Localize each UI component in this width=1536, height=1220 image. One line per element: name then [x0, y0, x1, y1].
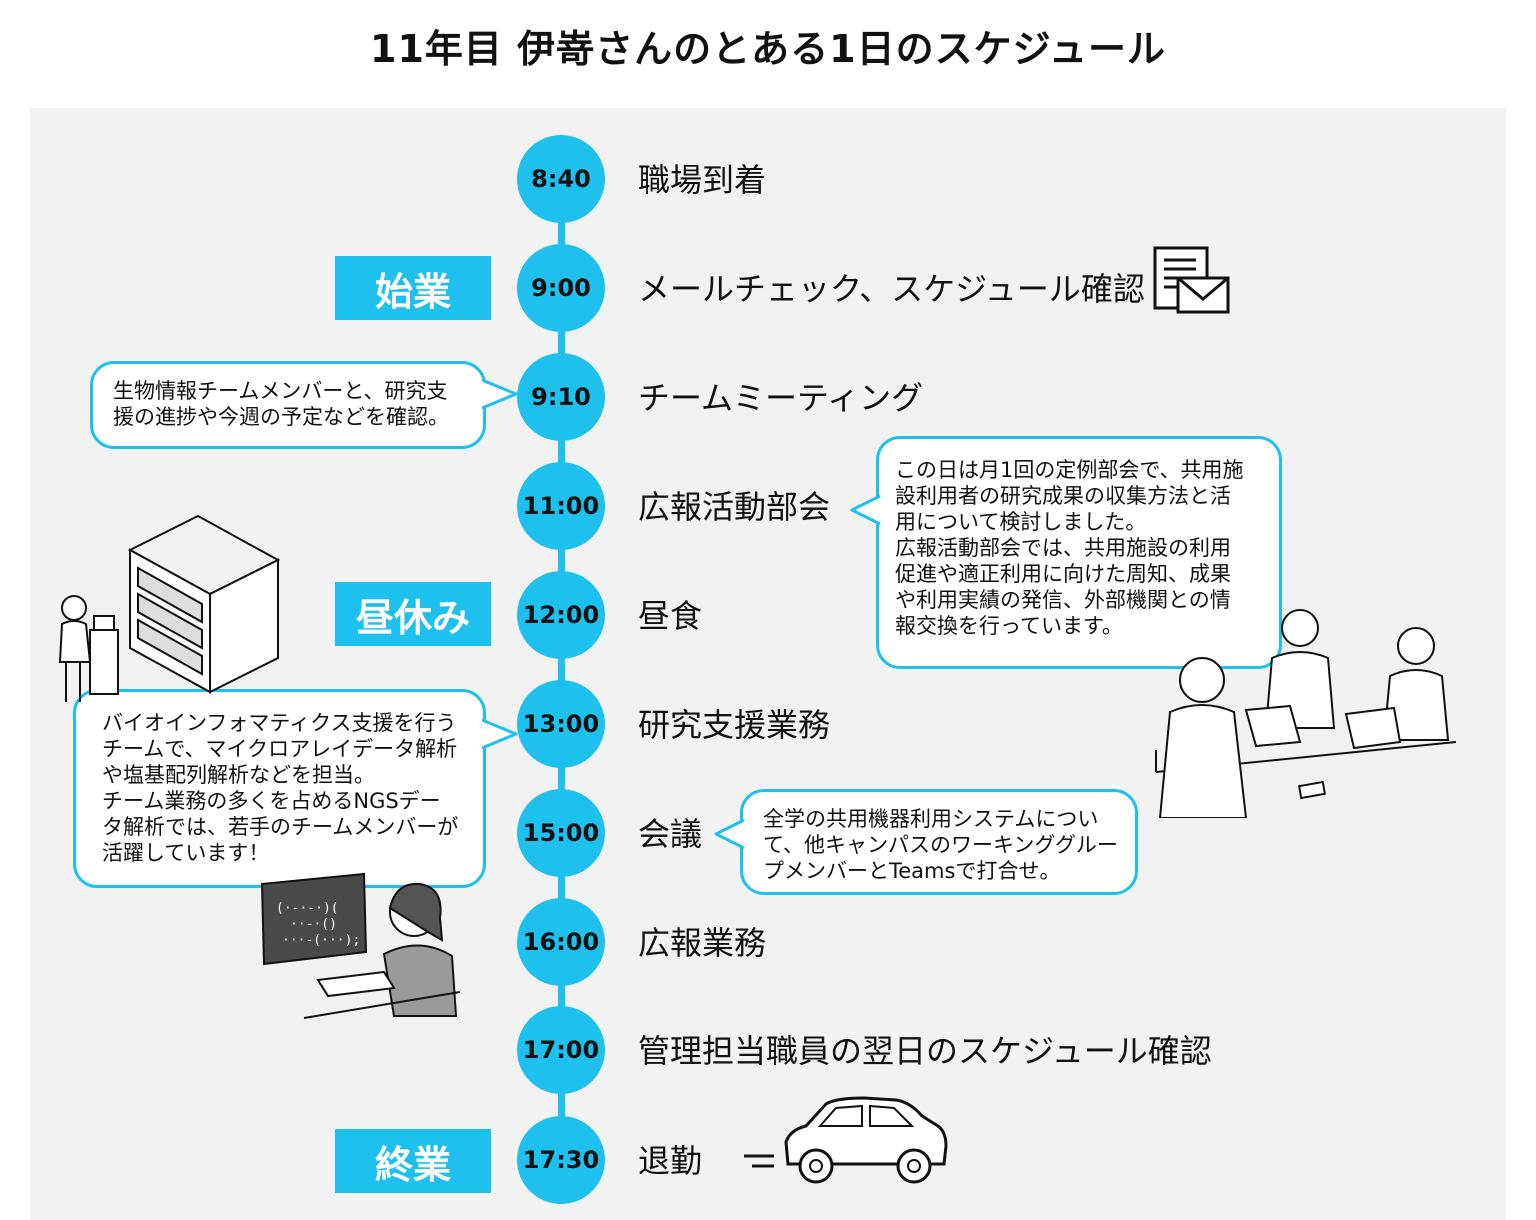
svg-text:··-·(): ··-·() — [290, 917, 337, 932]
phase-label-lunch: 昼休み — [335, 582, 491, 646]
event-label-mail-check: メールチェック、スケジュール確認 — [638, 270, 1145, 308]
event-label-pr-work: 広報業務 — [638, 924, 767, 962]
note-line: 広報活動部会では、共用施設の利用 — [895, 536, 1231, 560]
bubble-tail-pr-committee — [850, 494, 881, 526]
computer-worker-illustration: (·-·-·)( ··-·() ···-(···); — [260, 872, 461, 1019]
phase-label-end: 終業 — [335, 1129, 491, 1193]
event-label-next-day-check: 管理担当職員の翌日のスケジュール確認 — [638, 1032, 1212, 1070]
note-line: プメンバーとTeamsで打合せ。 — [763, 859, 1061, 883]
note-line: バイオインフォマティクス支援を行う — [102, 711, 457, 735]
phase-label-start: 始業 — [335, 256, 491, 320]
note-line: て、他キャンパスのワーキンググルー — [763, 833, 1118, 857]
note-line: 設利用者の研究成果の収集方法と活 — [895, 484, 1231, 508]
event-label-research-support: 研究支援業務 — [638, 706, 831, 744]
note-line: チームで、マイクロアレイデータ解析 — [102, 737, 458, 761]
time-circle-0900: 9:00 — [517, 244, 605, 332]
note-line: 報交換を行っています。 — [895, 614, 1123, 638]
note-bubble-meeting: 生物情報チームメンバーと、研究支 援の進捗や今週の予定などを確認。 — [90, 361, 486, 449]
note-line: や利用実績の発信、外部機関との情 — [895, 588, 1231, 612]
time-circle-1100: 11:00 — [517, 462, 605, 550]
svg-text:(·-·-·)(: (·-·-·)( — [276, 901, 339, 916]
time-circle-1300: 13:00 — [517, 680, 605, 768]
event-label-team-meeting: チームミーティング — [638, 379, 924, 417]
bubble-tail-research — [482, 718, 518, 750]
note-line: 活躍しています！ — [102, 841, 270, 865]
note-line: 促進や適正利用に向けた周知、成果 — [895, 562, 1231, 586]
note-bubble-research: バイオインフォマティクス支援を行う チームで、マイクロアレイデータ解析 や塩基配… — [73, 689, 486, 888]
server-operator-illustration — [58, 514, 281, 702]
bubble-tail-conference — [714, 818, 745, 850]
event-label-leave: 退勤 — [638, 1142, 703, 1180]
note-line: や塩基配列解析などを担当。 — [102, 763, 375, 787]
note-bubble-conference: 全学の共用機器利用システムについ て、他キャンパスのワーキンググルー プメンバー… — [740, 789, 1138, 895]
event-label-lunch: 昼食 — [638, 597, 703, 635]
note-line: タ解析では、若手のチームメンバーが — [102, 815, 459, 839]
time-circle-0910: 9:10 — [517, 353, 605, 441]
note-line: 全学の共用機器利用システムについ — [763, 807, 1099, 831]
car-icon — [744, 1096, 948, 1184]
event-label-arrival: 職場到着 — [638, 161, 767, 199]
note-bubble-pr-committee: この日は月1回の定例部会で、共用施 設利用者の研究成果の収集方法と活 用について… — [876, 436, 1282, 669]
mail-document-icon — [1153, 246, 1230, 314]
time-circle-1700: 17:00 — [517, 1006, 605, 1094]
time-circle-1600: 16:00 — [517, 898, 605, 986]
event-label-pr-committee: 広報活動部会 — [638, 488, 831, 526]
timeline-line — [558, 178, 565, 1162]
time-circle-0840: 8:40 — [517, 135, 605, 223]
note-line: チーム業務の多くを占めるNGSデー — [102, 789, 441, 813]
bubble-tail-meeting — [482, 378, 518, 410]
meeting-people-illustration — [1155, 609, 1457, 818]
note-line: この日は月1回の定例部会で、共用施 — [895, 458, 1244, 482]
time-circle-1500: 15:00 — [517, 789, 605, 877]
note-line: 援の進捗や今週の予定などを確認。 — [113, 405, 449, 429]
time-circle-1730: 17:30 — [517, 1116, 605, 1204]
page-title: 11年目 伊嵜さんのとある1日のスケジュール — [370, 27, 1166, 71]
time-circle-1200: 12:00 — [517, 571, 605, 659]
note-line: 生物情報チームメンバーと、研究支 — [113, 379, 448, 403]
note-line: 用について検討しました。 — [895, 510, 1147, 534]
event-label-conference: 会議 — [638, 815, 703, 853]
svg-text:···-(···);: ···-(···); — [282, 933, 360, 948]
